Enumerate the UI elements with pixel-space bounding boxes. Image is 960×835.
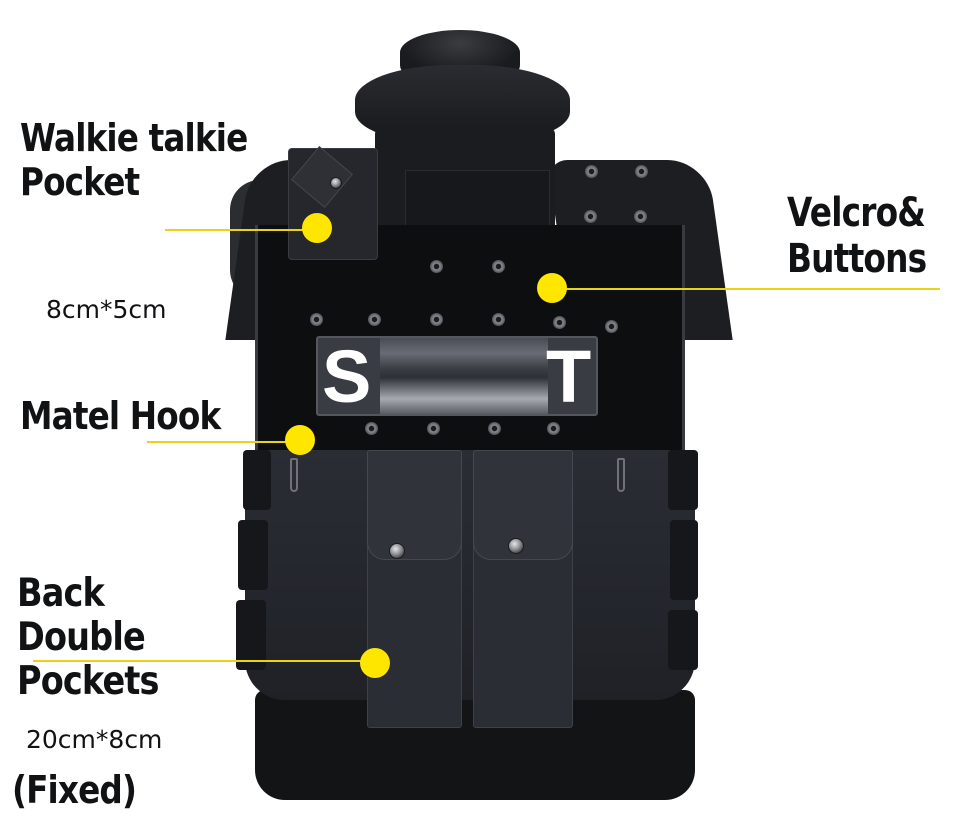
callout-dot-velcro: [537, 273, 567, 303]
grommet-icon: [430, 313, 443, 326]
callout-line-metal-hook: [147, 441, 295, 443]
grommet-icon: [492, 260, 505, 273]
side-strap: [668, 450, 698, 510]
side-strap: [243, 450, 271, 510]
grommet-icon: [605, 320, 618, 333]
velcro-buttons-label: Velcro& Buttons: [787, 190, 927, 282]
patch-stripe: [380, 338, 548, 414]
grommet-icon: [547, 422, 560, 435]
back-pocket-left-flap: [367, 450, 462, 560]
callout-dot-back-pockets: [360, 648, 390, 678]
grommet-icon: [488, 422, 501, 435]
grommet-icon: [427, 422, 440, 435]
walkie-talkie-label-line2: Pocket: [20, 160, 140, 204]
grommet-icon: [368, 313, 381, 326]
walkie-talkie-label-line1: Walkie talkie: [20, 116, 248, 160]
grommet-icon: [635, 165, 648, 178]
patch-letter-right: T: [546, 336, 592, 416]
callout-line-back-pockets: [33, 660, 363, 662]
back-pockets-label-line1: Back: [17, 571, 105, 616]
back-pockets-label-line3: Pockets: [17, 659, 160, 704]
callout-line-walkie-talkie: [165, 229, 315, 231]
walkie-talkie-label: Walkie talkie Pocket: [20, 116, 248, 204]
metal-hook-icon: [617, 458, 625, 492]
snap-button-icon: [330, 177, 342, 189]
snap-button-icon: [389, 543, 405, 559]
callout-line-velcro: [552, 288, 940, 290]
callout-dot-walkie-talkie: [302, 213, 332, 243]
back-pockets-label-line2: Double: [17, 615, 146, 660]
grommet-icon: [365, 422, 378, 435]
snap-button-icon: [508, 538, 524, 554]
side-strap: [670, 520, 698, 600]
side-strap: [668, 610, 698, 670]
side-strap: [236, 600, 266, 670]
grommet-icon: [430, 260, 443, 273]
metal-hook-icon: [290, 458, 298, 492]
grommet-icon: [492, 313, 505, 326]
vest-velcro-tab: [405, 170, 550, 232]
walkie-talkie-dimension: 8cm*5cm: [46, 295, 167, 324]
grommet-icon: [634, 210, 647, 223]
callout-dot-metal-hook: [285, 425, 315, 455]
metal-hook-label: Matel Hook: [20, 394, 221, 438]
back-pockets-label: Back Double Pockets: [17, 571, 160, 704]
grommet-icon: [310, 313, 323, 326]
patch-letter-left: S: [322, 336, 372, 416]
velcro-label-line2: Buttons: [787, 236, 927, 282]
back-pockets-dimension: 20cm*8cm: [26, 725, 163, 754]
grommet-icon: [584, 210, 597, 223]
grommet-icon: [553, 316, 566, 329]
grommet-icon: [585, 165, 598, 178]
back-pockets-fixed-note: (Fixed): [12, 768, 137, 812]
st-patch: S T: [316, 336, 598, 416]
velcro-label-line1: Velcro&: [787, 190, 926, 236]
vest-lower-body: [245, 450, 695, 700]
side-strap: [238, 520, 268, 590]
